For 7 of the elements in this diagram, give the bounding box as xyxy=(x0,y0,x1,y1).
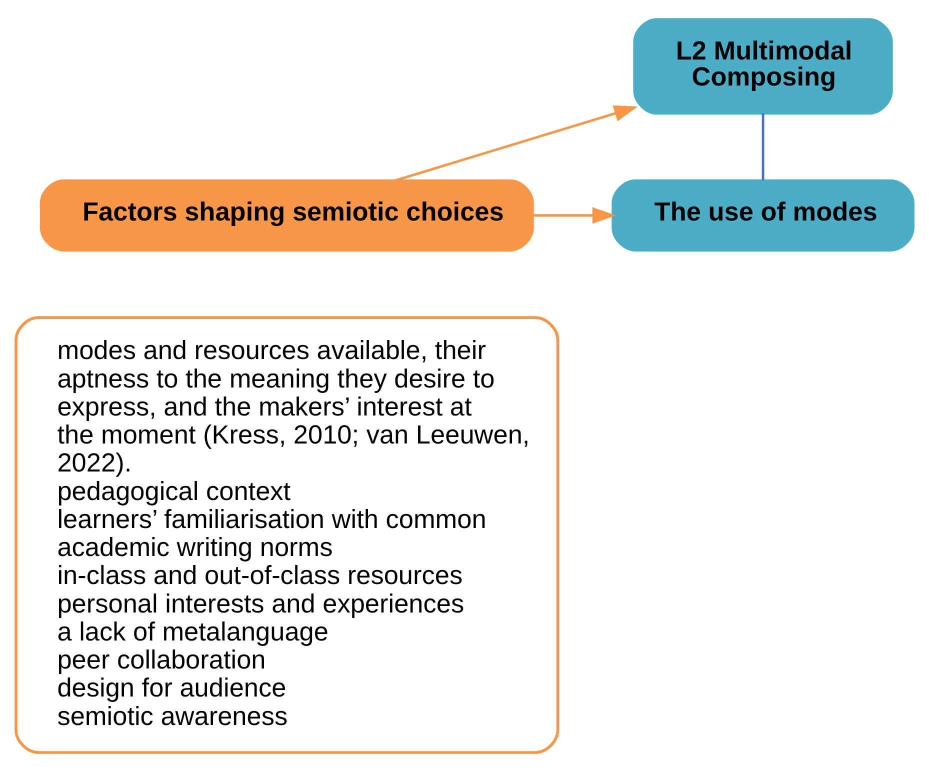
connector xyxy=(762,112,764,180)
node-box: The use of modes xyxy=(612,178,914,251)
node-box: L2 Multimodal Composing xyxy=(633,18,893,114)
arrow xyxy=(533,206,616,224)
node-box: modes and resources available, their aptness to the meaning they desire to express, and the makers’ interest at the moment (Kress, 2010; van Leeuwen, 2022). pedagogical context learners’ familiarisation with common academic writing norms in-class and out-of-class resources personal interests and experiences a lack of metalanguage peer collaboration design for audience semiotic awareness xyxy=(14,316,560,754)
node-box: Factors shaping semiotic choices xyxy=(40,178,534,251)
arrow xyxy=(394,104,638,182)
